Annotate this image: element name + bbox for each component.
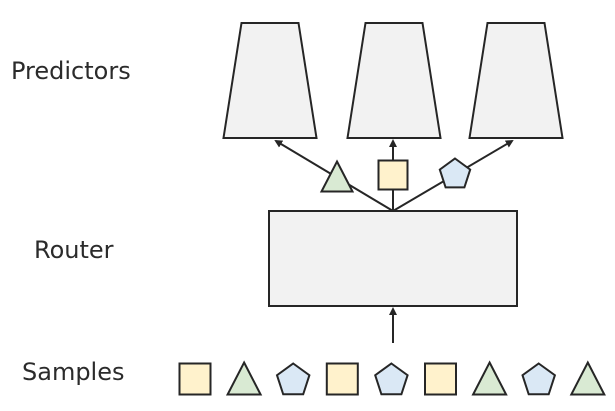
routed-square-icon (377, 159, 409, 191)
sample-pentagon-icon (521, 362, 557, 396)
routed-pentagon-icon (438, 157, 472, 189)
samples-label: Samples (22, 358, 125, 386)
sample-triangle-icon (471, 360, 508, 396)
sample-triangle-icon (569, 360, 606, 396)
router-box (268, 210, 518, 307)
sample-pentagon-icon (275, 362, 311, 396)
sample-square-icon (424, 362, 457, 396)
predictor-block (468, 22, 564, 139)
predictor-block (222, 22, 318, 139)
predictors-group (222, 22, 564, 139)
predictors-label: Predictors (11, 57, 131, 85)
router-label: Router (34, 236, 114, 264)
sample-square-icon (178, 362, 212, 396)
sample-triangle-icon (225, 360, 263, 396)
routed-shapes (319, 157, 472, 193)
predictor-block (346, 22, 442, 139)
sample-square-icon (325, 362, 359, 396)
samples-row (178, 360, 606, 396)
routed-triangle-icon (319, 159, 355, 193)
sample-pentagon-icon (374, 362, 409, 396)
